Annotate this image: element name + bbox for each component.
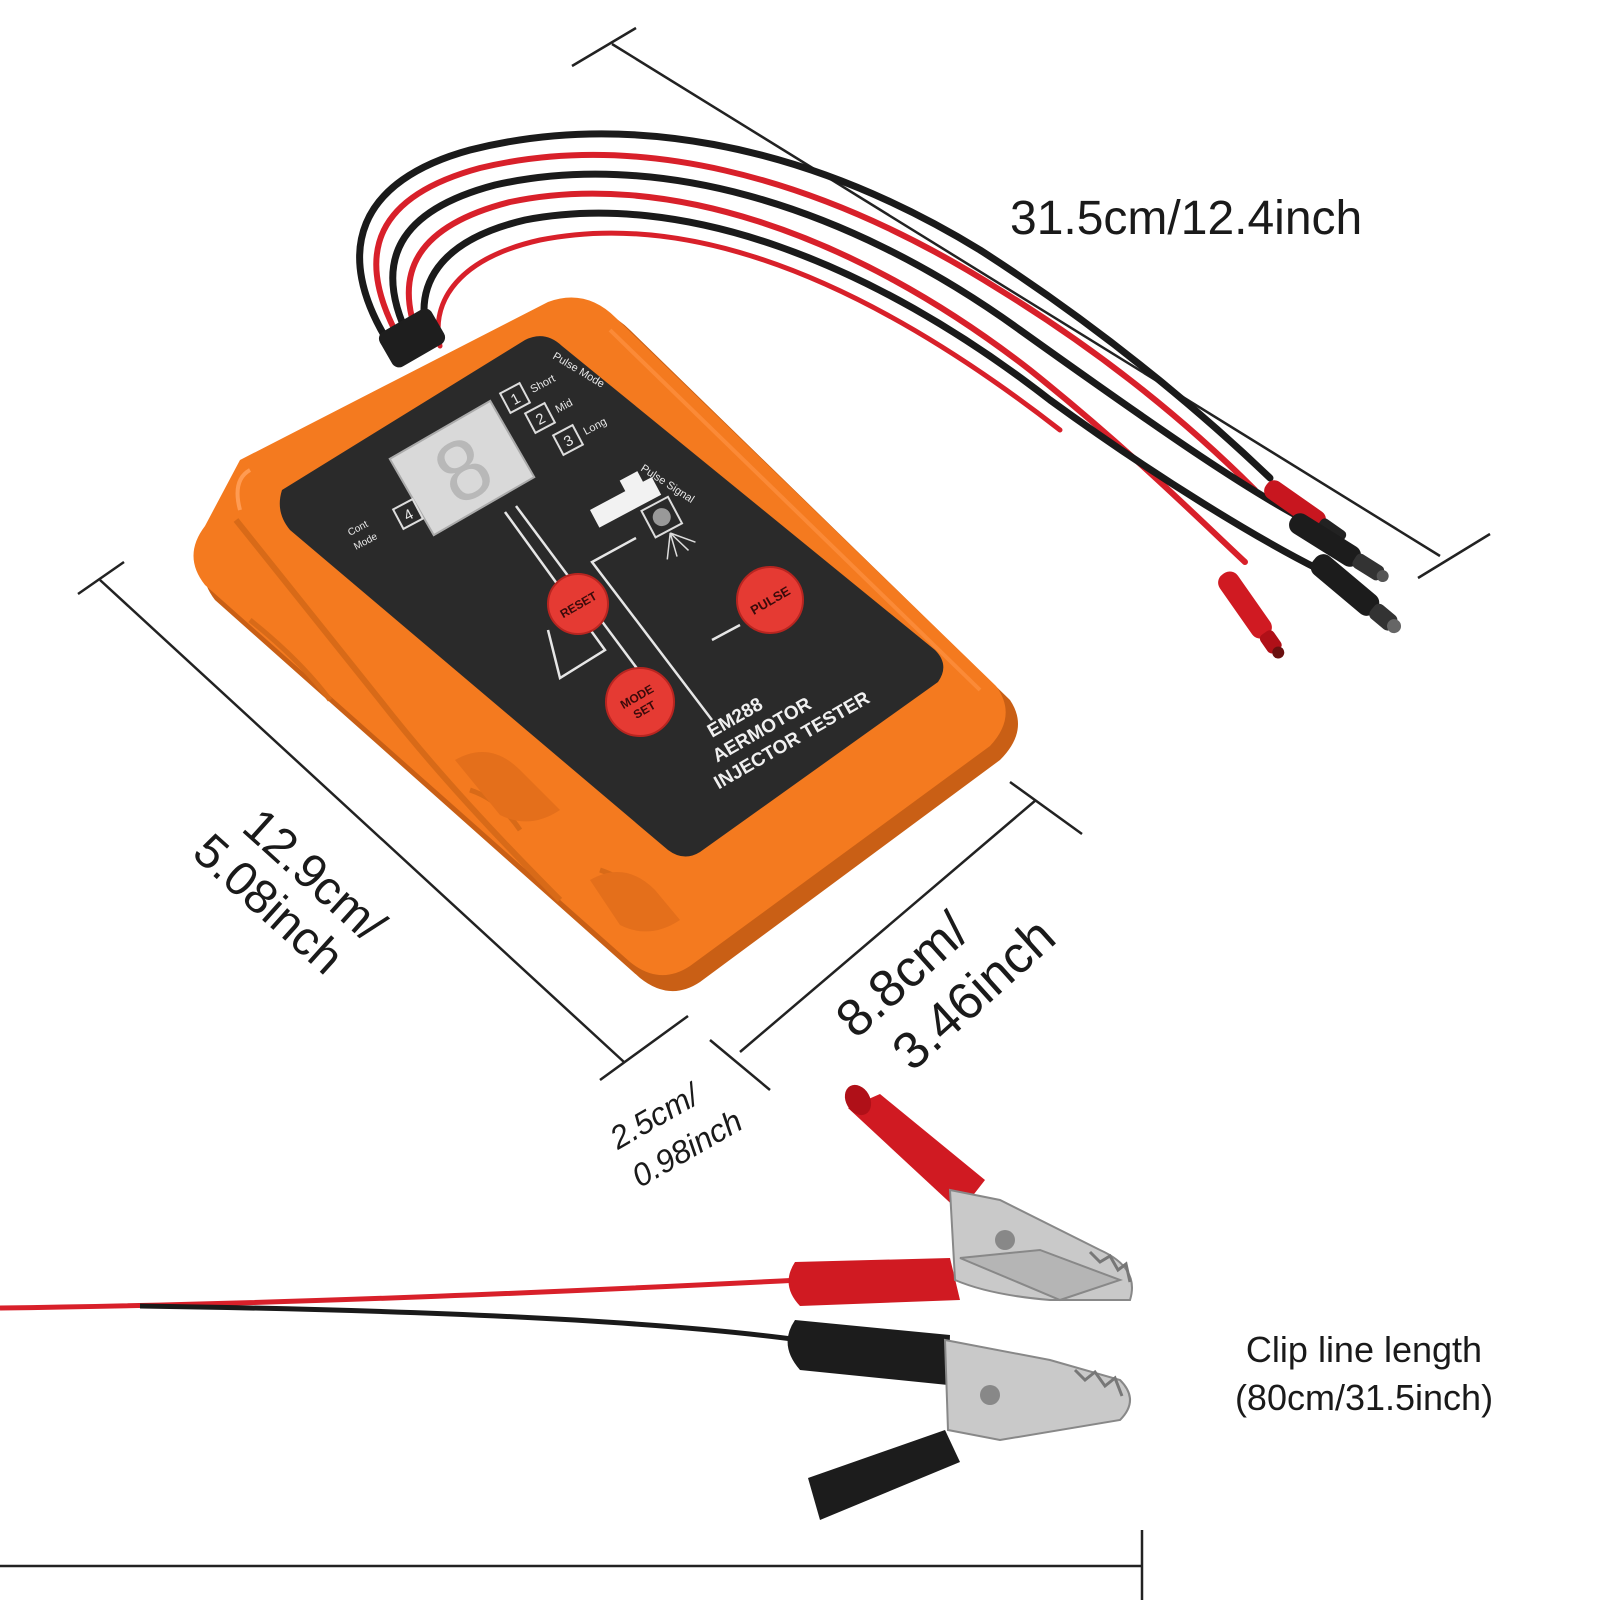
width-label: 8.8cm/ 3.46inch [825, 901, 1066, 1082]
reset-button[interactable]: RESET [547, 573, 609, 635]
cable-length-dimension-line [571, 26, 1491, 580]
injector-tester-device: 8 Pulse Mode 1 Short 2 Mid 3 Long 4 [193, 297, 1018, 992]
battery-clips [0, 1084, 1133, 1520]
length-dimension-line [77, 560, 689, 1082]
injector-leads [356, 130, 1329, 574]
cable-strain-relief [378, 308, 446, 368]
red-clip [788, 1084, 1133, 1306]
width-dimension-line [739, 780, 1083, 1053]
pulse-button[interactable]: PULSE [736, 566, 804, 634]
injector-icon [589, 471, 696, 560]
depth-label: 2.5cm/ 0.98inch [603, 1075, 749, 1194]
black-clip [787, 1320, 1131, 1520]
seven-segment-display: 8 [388, 399, 536, 537]
clip-length-label-line1: Clip line length [1246, 1329, 1482, 1370]
cable-length-label: 31.5cm/12.4inch [1010, 192, 1362, 245]
clip-length-label-line2: (80cm/31.5inch) [1235, 1377, 1493, 1418]
clip-length-dimension-line [0, 1530, 1144, 1600]
mode-set-button[interactable]: MODE SET [605, 667, 675, 737]
depth-dimension-line [709, 1039, 771, 1091]
length-label: 12.9cm/ 5.08inch [183, 799, 396, 985]
probe-tips [1218, 480, 1402, 659]
